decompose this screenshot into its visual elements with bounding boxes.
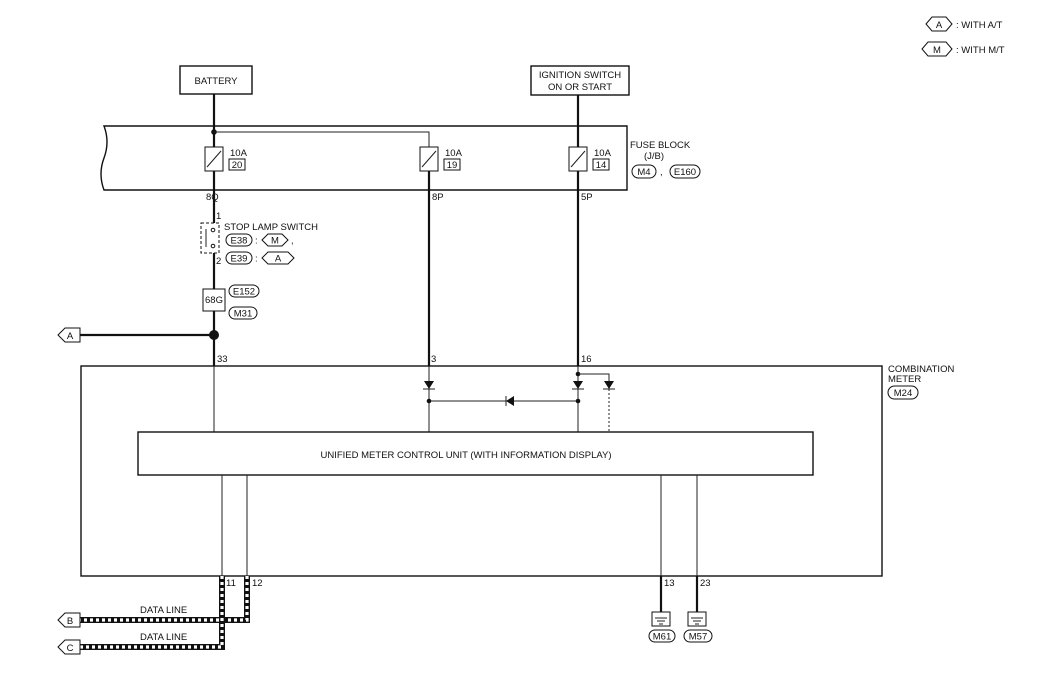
- stop-lamp-connector-1-label: E38: [231, 236, 248, 247]
- joint-connector-m31: [228, 306, 258, 320]
- fuse-14: 10A 14: [568, 146, 612, 172]
- stop-lamp-connector-1-option: M: [271, 236, 279, 247]
- meter-pin-12: 12: [252, 578, 263, 589]
- at-option-symbol-stop-lamp: [261, 251, 295, 265]
- fuse-20-amp: 10A: [230, 148, 248, 159]
- diode-cross: [506, 396, 514, 406]
- joint-connector-68g: 68G E152 M31: [202, 284, 260, 320]
- legend-with-mt: M : WITH M/T: [921, 41, 1005, 57]
- fuse-block-connector-1-label: M4: [637, 167, 650, 178]
- at-option-letter: A: [936, 20, 943, 31]
- stop-lamp-label: STOP LAMP SWITCH: [224, 222, 318, 233]
- fuse-20-number: 20: [232, 160, 243, 171]
- meter-connector-label: M24: [894, 388, 912, 399]
- fuse-block-connector-2-label: E160: [674, 167, 696, 178]
- mt-option-text: : WITH M/T: [956, 45, 1005, 56]
- meter-pin-23: 23: [700, 578, 711, 589]
- fuse-19-number: 19: [447, 160, 458, 171]
- mt-option-symbol: [921, 41, 953, 57]
- legend-with-at: A : WITH A/T: [925, 16, 1003, 32]
- fuse-19-amp: 10A: [445, 148, 463, 159]
- svg-text::: :: [255, 236, 258, 247]
- joint-code: 68G: [205, 295, 223, 306]
- meter-label-2: METER: [888, 374, 921, 385]
- control-unit-label: UNIFIED METER CONTROL UNIT (WITH INFORMA…: [321, 450, 612, 461]
- meter-pin-33: 33: [217, 354, 228, 365]
- battery-label: BATTERY: [195, 76, 239, 87]
- meter-pin-13: 13: [664, 578, 675, 589]
- meter-pin-3: 3: [431, 354, 436, 365]
- stop-lamp-pin-1: 1: [216, 211, 221, 222]
- mt-option-symbol-stop-lamp: [261, 233, 289, 247]
- ground-m61-label: M61: [653, 632, 671, 643]
- joint-connector-e152-label: E152: [233, 287, 255, 298]
- fuse-20: 10A 20: [204, 146, 248, 172]
- data-line-c: C DATA LINE: [57, 576, 225, 655]
- stop-lamp-connector-2-option: A: [275, 254, 282, 265]
- meter-label-1: COMBINATION: [888, 364, 954, 375]
- fuse-19-feed-wire: [214, 131, 430, 147]
- stop-lamp-switch: 1 2 STOP LAMP SWITCH E38 : M , E39 : A: [200, 211, 318, 267]
- terminal-8p: 8P: [432, 192, 444, 203]
- ignition-label-2: ON OR START: [548, 82, 612, 93]
- fuse-block-label-2: (J/B): [644, 151, 664, 162]
- ground-m57-label: M57: [689, 632, 707, 643]
- data-line-b-ref: B: [67, 616, 73, 627]
- ground-m61: M61: [648, 611, 676, 643]
- fuse-block-label-1: FUSE BLOCK: [630, 140, 691, 151]
- joint-connector-m31-label: M31: [234, 309, 252, 320]
- ignition-switch-box: IGNITION SWITCH ON OR START: [530, 65, 630, 96]
- svg-text::: :: [255, 254, 258, 265]
- battery-box: BATTERY: [179, 65, 253, 95]
- diode-branch: [604, 381, 614, 389]
- meter-pin-11: 11: [226, 578, 236, 589]
- off-page-connector-a: A: [57, 327, 81, 343]
- fuse-block-connector-1: [631, 164, 657, 179]
- terminal-5p: 5P: [581, 192, 593, 203]
- meter-pin-16: 16: [581, 354, 592, 365]
- fuse-19: 10A 19: [419, 146, 463, 172]
- fuse-block-comma: ,: [660, 167, 663, 178]
- svg-text:,: ,: [291, 236, 294, 247]
- internal-branch-wire: [578, 373, 610, 381]
- ground-m57: M57: [683, 611, 713, 643]
- fuse-14-number: 14: [596, 160, 607, 171]
- diode-3: [424, 381, 434, 389]
- terminal-8q: 8Q: [206, 192, 219, 203]
- stop-lamp-connector-2: [225, 251, 253, 265]
- stop-lamp-connector-1: [225, 233, 253, 247]
- at-option-text: : WITH A/T: [956, 20, 1003, 31]
- stop-lamp-connector-2-label: E39: [231, 254, 248, 265]
- off-page-a-label: A: [67, 331, 74, 342]
- fuse-14-amp: 10A: [594, 148, 612, 159]
- mt-option-letter: M: [933, 45, 941, 56]
- stop-lamp-pin-2: 2: [216, 256, 221, 267]
- meter-connector: [887, 385, 919, 400]
- data-line-c-ref: C: [67, 643, 74, 654]
- data-line-b: B DATA LINE: [57, 576, 250, 628]
- joint-connector-e152: [228, 284, 260, 298]
- unified-meter-control-unit: UNIFIED METER CONTROL UNIT (WITH INFORMA…: [137, 431, 814, 476]
- fuse-block: FUSE BLOCK (J/B) M4 , E160: [100, 125, 701, 191]
- fuse-block-connector-2: [669, 164, 701, 179]
- data-line-c-label: DATA LINE: [140, 632, 187, 643]
- ignition-label-1: IGNITION SWITCH: [539, 70, 621, 81]
- data-line-b-label: DATA LINE: [140, 605, 187, 616]
- diode-16: [573, 381, 583, 389]
- at-option-symbol: [925, 16, 953, 32]
